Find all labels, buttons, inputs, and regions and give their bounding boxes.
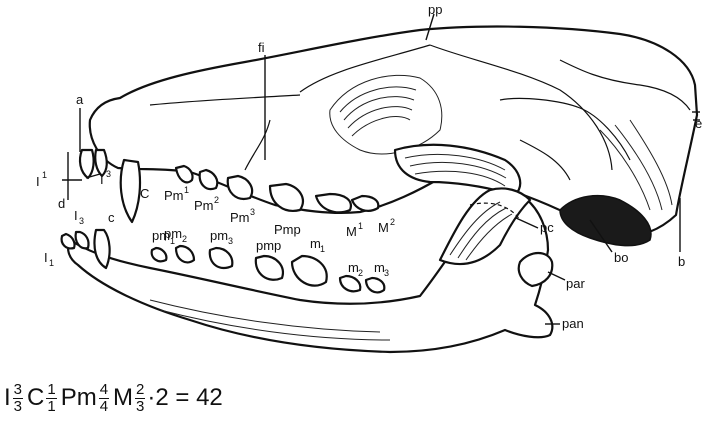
label-bo: bo xyxy=(614,250,628,265)
label-Pm3-sup: 3 xyxy=(250,207,255,217)
label-m2-sub: 2 xyxy=(358,268,363,278)
label-pmp: pmp xyxy=(256,238,281,253)
formula-premolar-bottom: 4 xyxy=(100,399,108,415)
formula-canine-bottom: 1 xyxy=(47,399,55,415)
label-pc: pc xyxy=(540,220,554,235)
formula-canine-symbol: C xyxy=(27,384,44,412)
label-I1-lower: I xyxy=(44,250,48,265)
label-pm2-sub: 2 xyxy=(182,234,187,244)
label-b: b xyxy=(678,254,685,269)
label-Pmp-upper: Pmp xyxy=(274,222,301,237)
formula-incisor-bottom: 3 xyxy=(14,399,22,415)
formula-incisor-symbol: I xyxy=(4,384,11,412)
label-I1-sup: 1 xyxy=(42,170,47,180)
formula-molar-top: 2 xyxy=(135,382,145,399)
formula-incisor-fraction: 3 3 xyxy=(13,382,23,415)
label-Pm2: Pm xyxy=(194,198,214,213)
formula-canine-fraction: 1 1 xyxy=(46,382,56,415)
label-I3: I xyxy=(100,172,104,187)
formula-tail: ·2 = 42 xyxy=(147,384,222,412)
label-pm3-sub: 3 xyxy=(228,236,233,246)
label-c: c xyxy=(108,210,115,225)
label-m1-sub: 1 xyxy=(320,244,325,254)
label-a: a xyxy=(76,92,84,107)
formula-premolar-symbol: Pm xyxy=(61,384,97,412)
label-d: d xyxy=(58,196,65,211)
label-M1-sup: 1 xyxy=(358,221,363,231)
label-M2: M xyxy=(378,220,389,235)
label-M1: M xyxy=(346,224,357,239)
label-Pm1: Pm xyxy=(164,188,184,203)
formula-incisor-top: 3 xyxy=(13,382,23,399)
label-m3-sub: 3 xyxy=(384,268,389,278)
formula-premolar-top: 4 xyxy=(99,382,109,399)
formula-molar-symbol: M xyxy=(113,384,133,412)
label-I1-lower-sub: 1 xyxy=(49,258,54,268)
label-Pm2-sup: 2 xyxy=(214,195,219,205)
label-Pm1-sup: 1 xyxy=(184,185,189,195)
formula-premolar-fraction: 4 4 xyxy=(99,382,109,415)
label-pm2-real: pm xyxy=(164,226,182,241)
formula-molar-bottom: 3 xyxy=(136,399,144,415)
cranium xyxy=(90,27,697,246)
label-pan: pan xyxy=(562,316,584,331)
label-C: C xyxy=(140,186,149,201)
label-I3-lower: I xyxy=(74,208,78,223)
label-par: par xyxy=(566,276,585,291)
label-I3-sup: 3 xyxy=(106,169,111,179)
label-M2-sup: 2 xyxy=(390,217,395,227)
label-I3-lower-sub: 3 xyxy=(79,216,84,226)
label-e: e xyxy=(695,116,702,131)
label-I1: I xyxy=(36,174,40,189)
label-pp: pp xyxy=(428,2,442,17)
formula-canine-top: 1 xyxy=(46,382,56,399)
label-pm3: pm xyxy=(210,228,228,243)
label-Pm3: Pm xyxy=(230,210,250,225)
dental-formula: I 3 3 C 1 1 Pm 4 4 M 2 3 ·2 = 42 xyxy=(4,374,223,422)
formula-molar-fraction: 2 3 xyxy=(135,382,145,415)
label-fi: fi xyxy=(258,40,265,55)
